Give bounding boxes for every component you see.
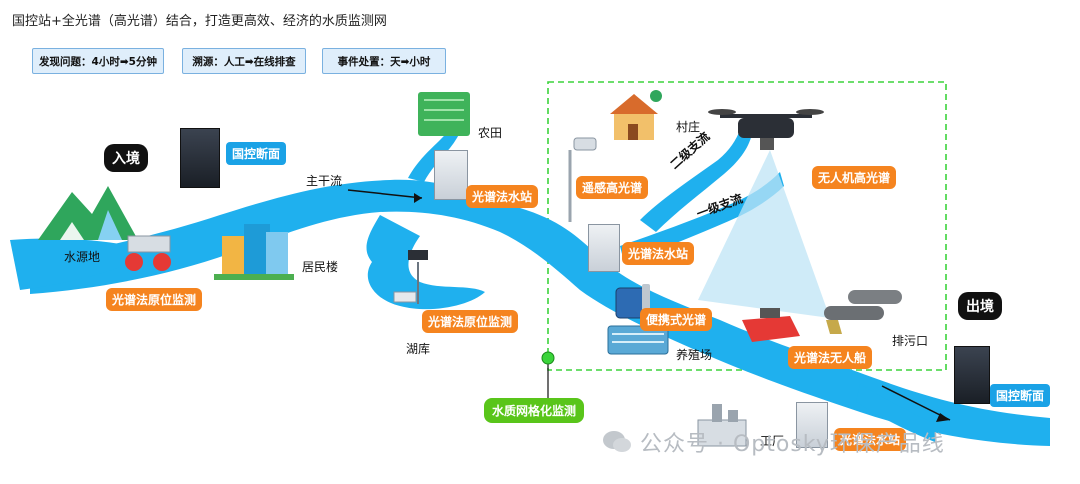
exit-label: 出境 [958, 292, 1002, 320]
in-situ-label-2: 光谱法原位监测 [422, 310, 519, 333]
factory-tributary [856, 384, 935, 442]
national-section-label-1: 国控断面 [226, 142, 287, 165]
page-title: 国控站+全光谱（高光谱）结合，打造更高效、经济的水质监测网 [12, 14, 387, 29]
flow-arrow-2-head [936, 413, 950, 422]
village-label: 村庄 [676, 120, 701, 134]
camera-pole-icon [568, 137, 597, 222]
boat-label: 光谱法无人船 [788, 346, 873, 369]
water-station-label-1: 光谱法水站 [466, 185, 539, 208]
national-station-cabinet-2 [954, 346, 990, 404]
watermark: 公众号 · Optosky环保产品线 [602, 426, 945, 458]
grid-monitoring-label: 水质网格化监测 [484, 398, 585, 423]
source-river [10, 238, 150, 290]
grid-node-icon [541, 351, 555, 365]
in-situ-probe-icon [393, 250, 428, 304]
main-river [30, 179, 1050, 446]
remote-sensing-label: 遥感高光谱 [576, 176, 649, 199]
factory-icon [697, 404, 747, 447]
uav-scan-cone [698, 150, 830, 318]
outfall-label: 排污口 [892, 334, 929, 348]
source-probe-icon [125, 235, 171, 271]
badge-detection-text: 发现问题：4小时➡5分钟 [39, 55, 157, 68]
entry-label: 入境 [104, 144, 148, 172]
flow-arrow-2 [881, 385, 951, 421]
in-situ-label-1: 光谱法原位监测 [106, 288, 203, 311]
aquaculture-label: 养殖场 [676, 348, 713, 362]
portable-label: 便携式光谱 [640, 308, 713, 331]
badge-response-text: 事件处置：天➡小时 [337, 55, 431, 68]
national-section-label-2: 国控断面 [990, 384, 1051, 407]
sewage-pipe-icon [824, 290, 902, 334]
drone-icon [708, 109, 824, 150]
village-icon [610, 90, 662, 140]
badge-tracing: 溯源：人工➡在线排查 [182, 48, 306, 74]
factory-label: 工厂 [760, 434, 785, 448]
badge-response: 事件处置：天➡小时 [322, 48, 446, 74]
water-source-label: 水源地 [64, 250, 101, 264]
mountain-icon [38, 186, 138, 240]
water-station-label-2: 光谱法水站 [622, 242, 695, 265]
flow-arrow-1 [347, 189, 423, 199]
residential-building-icon [214, 224, 294, 280]
flow-arrow-1-head [414, 193, 422, 203]
water-station-cabinet-1 [434, 150, 468, 200]
lake [366, 215, 485, 310]
watermark-text: 公众号 · Optosky环保产品线 [640, 432, 945, 457]
badge-detection: 发现问题：4小时➡5分钟 [32, 48, 164, 74]
residential-label: 居民楼 [302, 260, 339, 274]
national-station-cabinet-1 [180, 128, 220, 188]
water-station-label-3: 光谱法水站 [834, 428, 907, 451]
badge-tracing-text: 溯源：人工➡在线排查 [192, 55, 296, 68]
water-station-cabinet-3 [796, 402, 828, 448]
lake-label: 湖库 [406, 342, 431, 356]
farmland-icon [418, 92, 470, 136]
uav-label: 无人机高光谱 [812, 166, 897, 189]
unmanned-boat-icon [742, 308, 800, 342]
aquaculture-icon [607, 325, 669, 355]
secondary-branch [640, 130, 752, 232]
wechat-icon [603, 431, 631, 452]
water-station-cabinet-2 [588, 224, 620, 272]
primary-branch [620, 172, 784, 262]
farmland-label: 农田 [478, 126, 503, 140]
main-stream-label: 主干流 [306, 174, 343, 188]
